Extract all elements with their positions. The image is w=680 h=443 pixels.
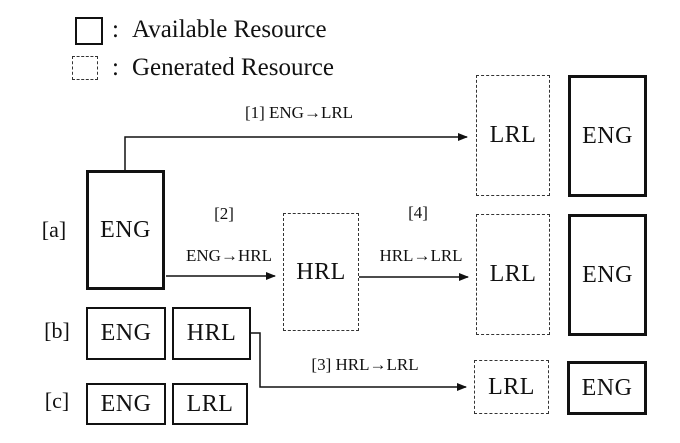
legend-available-label: Available Resource <box>132 16 327 43</box>
row-label-c: [c] <box>44 388 70 413</box>
box-row-c-lrl: LRL <box>172 383 248 425</box>
row-label-b: [b] <box>44 318 70 343</box>
available-resource-square-icon <box>75 17 103 45</box>
legend-colon: : <box>112 54 119 81</box>
arrow-step4-tag: [4] <box>408 203 428 222</box>
box-generated-lrl-mid: LRL <box>476 214 550 335</box>
box-label: LRL <box>488 373 535 400</box>
box-available-eng-mid: ENG <box>568 214 647 336</box>
box-label: ENG <box>100 390 152 417</box>
box-label: ENG <box>582 122 633 149</box>
box-label: ENG <box>581 374 633 401</box>
box-row-a-eng: ENG <box>86 170 165 290</box>
arrow-step4-label: HRL→LRL <box>379 246 463 265</box>
arrow-step2-label: ENG→HRL <box>186 246 272 265</box>
box-row-c-eng: ENG <box>86 383 166 425</box>
box-generated-lrl-bottom: LRL <box>474 360 549 414</box>
box-row-b-hrl: HRL <box>172 307 251 360</box>
arrow-step1-label: [1] ENG→LRL <box>244 103 354 122</box>
box-row-b-eng: ENG <box>86 307 166 360</box>
legend-colon: : <box>112 16 119 43</box>
box-label: HRL <box>186 320 237 346</box>
box-label: ENG <box>582 261 633 288</box>
legend-generated-label: Generated Resource <box>132 54 334 81</box>
box-label: LRL <box>489 122 537 148</box>
arrow-step1-eng-to-lrl <box>124 133 468 170</box>
box-label: ENG <box>100 216 151 243</box>
box-label: LRL <box>186 390 234 417</box>
box-label: HRL <box>296 258 346 285</box>
box-label: LRL <box>489 261 537 287</box>
box-label: ENG <box>100 320 152 346</box>
row-label-a: [a] <box>41 217 67 242</box>
generated-resource-square-icon <box>72 56 98 80</box>
box-available-eng-top: ENG <box>568 75 647 197</box>
arrow-step3-label: [3] HRL→LRL <box>311 355 419 374</box>
box-available-eng-bottom: ENG <box>567 361 647 415</box>
arrow-step2-tag: [2] <box>214 204 234 223</box>
box-generated-lrl-top: LRL <box>476 75 550 196</box>
box-generated-hrl: HRL <box>283 213 359 331</box>
